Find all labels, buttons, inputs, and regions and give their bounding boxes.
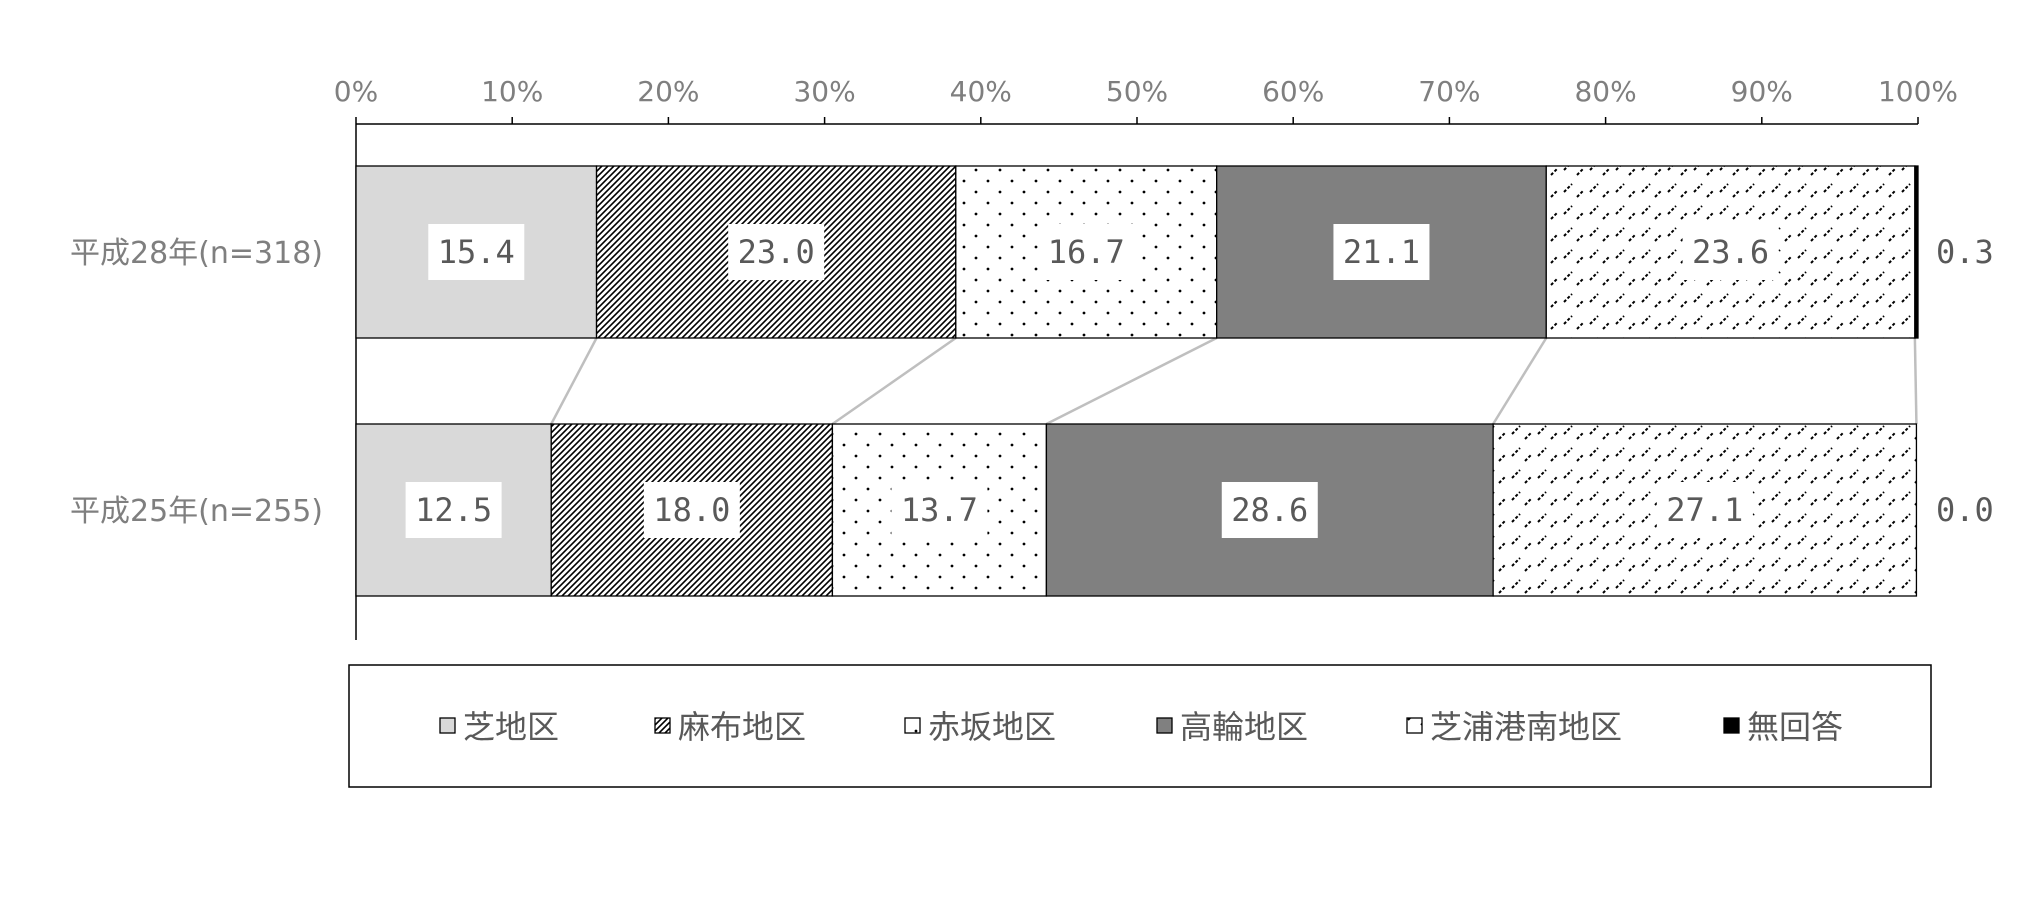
legend-label: 芝地区 (463, 708, 559, 746)
x-tick-label: 30% (793, 75, 855, 108)
data-label: 21.1 (1343, 233, 1420, 271)
data-label: 18.0 (653, 491, 730, 529)
data-label-box (643, 482, 740, 538)
legend-swatch (1723, 717, 1740, 734)
data-label: 12.5 (415, 491, 492, 529)
data-label: 27.1 (1666, 491, 1743, 529)
data-label: 23.0 (738, 233, 815, 271)
legend: 芝地区 麻布地区 赤坂地区 高輪地区 芝浦港南地区 無回答 (348, 664, 1932, 788)
bars-layer (355, 165, 1919, 597)
category-label: 平成25年(n=255) (70, 494, 323, 529)
legend-swatch (654, 717, 671, 734)
x-tick-label: 50% (1106, 75, 1168, 108)
legend-label: 芝浦港南地区 (1430, 708, 1622, 746)
legend-swatch (1156, 717, 1173, 734)
data-label: 13.7 (901, 491, 978, 529)
data-label: 0.0 (1936, 491, 1994, 529)
data-label: 28.6 (1231, 491, 1308, 529)
data-label: 0.3 (1936, 233, 1994, 271)
data-label-box (405, 482, 502, 538)
series-lines-layer (550, 336, 1918, 426)
x-tick-label: 60% (1262, 75, 1324, 108)
data-label: 15.4 (438, 233, 515, 271)
data-label: 16.7 (1048, 233, 1125, 271)
series-line (550, 337, 598, 425)
legend-label: 高輪地区 (1180, 708, 1308, 746)
axis-layer: 0% 10% 20% 30% 40% 50% 60% 70% 80% 90% 100% (334, 75, 1958, 640)
data-label-box (728, 224, 825, 280)
x-tick-label: 70% (1418, 75, 1480, 108)
series-line (1045, 336, 1218, 426)
legend-box (348, 664, 1932, 788)
data-label-box (1682, 224, 1779, 280)
x-tick-label: 90% (1731, 75, 1793, 108)
legend-swatch (904, 717, 921, 734)
x-tick-label: 100% (1878, 75, 1958, 108)
data-label-box (891, 482, 988, 538)
bar-segment (1914, 165, 1919, 339)
data-label-box (428, 224, 525, 280)
legend-label: 赤坂地区 (928, 708, 1056, 746)
data-label-box (1038, 224, 1135, 280)
series-line (831, 336, 957, 426)
series-line (1913, 337, 1918, 425)
x-tick-label: 0% (334, 75, 378, 108)
legend-label: 麻布地区 (678, 708, 806, 746)
data-label: 23.6 (1692, 233, 1769, 271)
series-line (1492, 337, 1548, 425)
category-label: 平成28年(n=318) (70, 236, 323, 271)
x-tick-label: 10% (481, 75, 543, 108)
x-tick-label: 20% (637, 75, 699, 108)
x-tick-label: 40% (950, 75, 1012, 108)
legend-swatch (1406, 717, 1423, 734)
labels-layer: 平成28年(n=318) 平成25年(n=255) 15.4 23.0 16.7 21.1… (70, 224, 1994, 538)
x-tick-label: 80% (1574, 75, 1636, 108)
data-label-box (1221, 482, 1318, 538)
legend-swatch (439, 717, 456, 734)
data-label-box (1333, 224, 1430, 280)
legend-label: 無回答 (1747, 708, 1843, 746)
data-label-box (1656, 482, 1753, 538)
